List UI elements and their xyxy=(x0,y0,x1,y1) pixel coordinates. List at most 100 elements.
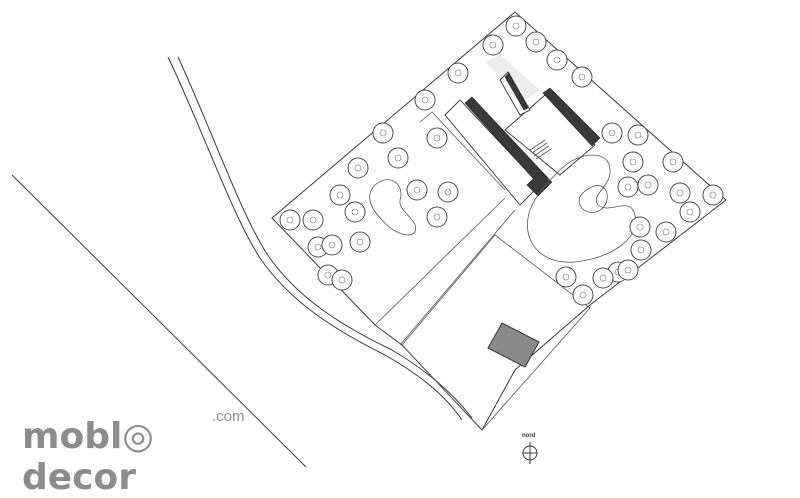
road-edge-outer xyxy=(167,56,463,421)
tree-core xyxy=(634,131,642,139)
tree xyxy=(505,15,527,37)
tree xyxy=(617,176,639,198)
tree xyxy=(414,89,436,111)
tree xyxy=(406,179,428,201)
tree xyxy=(555,266,577,288)
tree xyxy=(321,234,343,256)
tree-core xyxy=(553,56,561,64)
tree-core xyxy=(328,241,336,249)
tree-core xyxy=(709,191,717,199)
tree-core xyxy=(421,96,429,104)
watermark-suffix: .com xyxy=(212,408,245,425)
garden-inner-loop xyxy=(578,185,608,213)
tree-core xyxy=(636,223,644,231)
tree-core xyxy=(676,189,684,197)
tree-core xyxy=(336,191,344,199)
second-wing xyxy=(504,94,596,176)
tree xyxy=(617,259,639,281)
tree xyxy=(302,209,324,231)
tree xyxy=(546,49,568,71)
trees-group xyxy=(279,15,724,306)
tree xyxy=(437,181,459,203)
tree-core xyxy=(324,271,332,279)
tree-core xyxy=(579,291,587,299)
tree-core xyxy=(354,164,362,172)
tree-core xyxy=(286,216,294,224)
tree-core xyxy=(433,134,441,142)
lower-lot xyxy=(401,234,591,431)
driveway xyxy=(374,197,516,346)
tree xyxy=(655,221,677,243)
tree xyxy=(447,62,469,84)
tree xyxy=(329,184,351,206)
tree xyxy=(622,151,644,173)
watermark-logo: mobl◎ decor .com xyxy=(22,408,272,498)
tree-core xyxy=(629,158,637,166)
site-plan-drawing xyxy=(11,11,727,468)
tree-core xyxy=(532,38,540,46)
tree xyxy=(331,269,353,291)
main-building-wall xyxy=(464,96,549,187)
stairs xyxy=(529,139,552,160)
tree xyxy=(525,31,547,53)
tree xyxy=(601,122,623,144)
tree xyxy=(279,209,301,231)
tree-core xyxy=(433,213,441,221)
outbuilding xyxy=(487,322,540,368)
tree xyxy=(629,216,651,238)
tree-core xyxy=(489,41,497,49)
second-wing-wall-a xyxy=(542,87,601,147)
tree xyxy=(630,239,652,261)
tree xyxy=(426,127,448,149)
tree-core xyxy=(309,216,317,224)
garden-loop xyxy=(527,154,636,263)
tree xyxy=(344,201,366,223)
entry-path xyxy=(419,111,506,191)
tree-core xyxy=(637,246,645,254)
tree-core xyxy=(394,154,402,162)
tree xyxy=(669,182,691,204)
tree xyxy=(372,122,394,144)
tree-core xyxy=(624,183,632,191)
tree-core xyxy=(454,69,462,77)
property-edge-line xyxy=(11,174,307,468)
tree xyxy=(347,157,369,179)
tree-core xyxy=(644,181,652,189)
tree-core xyxy=(608,129,616,137)
second-wing-wall-b xyxy=(526,171,553,197)
north-label: nord xyxy=(522,433,536,439)
road-edge-inner xyxy=(177,56,473,419)
tree-core xyxy=(444,188,452,196)
tree xyxy=(637,174,659,196)
tree-core xyxy=(562,273,570,281)
pond-left xyxy=(369,179,417,236)
tree xyxy=(572,284,594,306)
tree xyxy=(349,231,371,253)
tree-core xyxy=(686,208,694,216)
tree xyxy=(387,147,409,169)
tree xyxy=(571,66,593,88)
pavilion-wall xyxy=(504,72,529,111)
tree-core xyxy=(379,129,387,137)
tree xyxy=(482,34,504,56)
tree-core xyxy=(662,228,670,236)
tree-core xyxy=(578,73,586,81)
tree-core xyxy=(413,186,421,194)
tree xyxy=(426,206,448,228)
tree xyxy=(679,201,701,223)
tree-core xyxy=(314,243,322,251)
terrace xyxy=(485,55,540,100)
tree xyxy=(702,184,724,206)
watermark-brand: mobl◎ decor xyxy=(22,416,154,498)
tree-core xyxy=(356,238,364,246)
tree-core xyxy=(669,158,677,166)
tree-core xyxy=(512,22,520,30)
tree-core xyxy=(351,208,359,216)
north-arrow-icon xyxy=(522,442,538,464)
tree-core xyxy=(338,276,346,284)
tree xyxy=(662,151,684,173)
tree xyxy=(627,124,649,146)
tree-core xyxy=(599,274,607,282)
tree-core xyxy=(624,266,632,274)
tree xyxy=(592,267,614,289)
